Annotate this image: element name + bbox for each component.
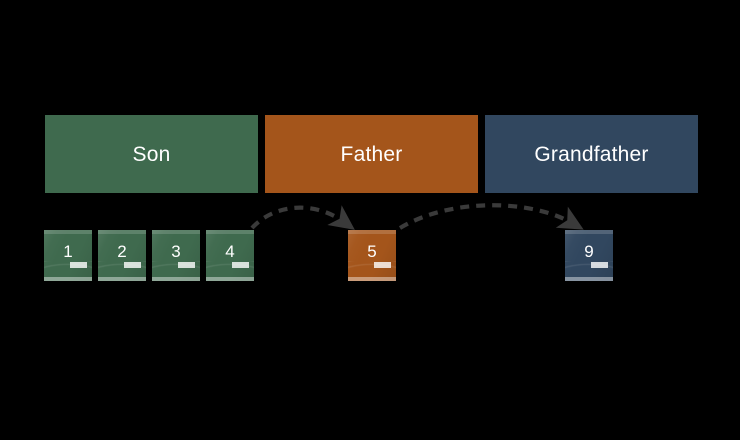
tile-face bbox=[348, 230, 396, 281]
tile-top-edge bbox=[98, 230, 146, 234]
arrow-son-to-father bbox=[250, 205, 355, 230]
tile-number: 3 bbox=[171, 241, 181, 261]
tile-number: 2 bbox=[117, 241, 127, 261]
tile-top-edge bbox=[206, 230, 254, 234]
block-tile[interactable]: 4 bbox=[206, 230, 254, 281]
tile-number: 9 bbox=[584, 241, 594, 261]
tile-number: 1 bbox=[63, 241, 73, 261]
block-tile[interactable]: 3 bbox=[152, 230, 200, 281]
generation-label-son: Son bbox=[132, 142, 171, 166]
tile-bottom-edge bbox=[348, 277, 396, 281]
tile-label-mark bbox=[178, 262, 195, 268]
tile-bottom-edge bbox=[98, 277, 146, 281]
block-tile[interactable]: 2 bbox=[98, 230, 146, 281]
tile-bottom-edge bbox=[206, 277, 254, 281]
generation-bar-grandfather[interactable]: Grandfather bbox=[485, 115, 698, 193]
tile-sheen bbox=[152, 230, 200, 281]
tile-sheen bbox=[348, 230, 396, 281]
tile-face bbox=[44, 230, 92, 281]
tile-top-edge bbox=[348, 230, 396, 234]
tile-sheen bbox=[44, 230, 92, 281]
tile-top-edge bbox=[152, 230, 200, 234]
tile-top-edge bbox=[565, 230, 613, 234]
tile-number: 4 bbox=[225, 241, 235, 261]
tile-sheen bbox=[565, 230, 613, 281]
tile-face bbox=[565, 230, 613, 281]
block-tile[interactable]: 1 bbox=[44, 230, 92, 281]
tile-label-mark bbox=[70, 262, 87, 268]
block-tile[interactable]: 5 bbox=[348, 230, 396, 281]
tile-sheen bbox=[98, 230, 146, 281]
arrow-father-to-grandfather bbox=[398, 203, 584, 230]
generation-bar-father[interactable]: Father bbox=[265, 115, 478, 193]
tile-label-mark bbox=[124, 262, 141, 268]
tile-label-mark bbox=[374, 262, 391, 268]
tile-bottom-edge bbox=[44, 277, 92, 281]
tile-bottom-edge bbox=[565, 277, 613, 281]
tile-number: 5 bbox=[367, 241, 377, 261]
tile-label-mark bbox=[232, 262, 249, 268]
tile-face bbox=[206, 230, 254, 281]
generation-bar-son[interactable]: Son bbox=[45, 115, 258, 193]
block-tile[interactable]: 9 bbox=[565, 230, 613, 281]
tile-face bbox=[152, 230, 200, 281]
tile-label-mark bbox=[591, 262, 608, 268]
tile-face bbox=[98, 230, 146, 281]
tile-top-edge bbox=[44, 230, 92, 234]
tile-sheen bbox=[206, 230, 254, 281]
tile-bottom-edge bbox=[152, 277, 200, 281]
generation-label-grandfather: Grandfather bbox=[534, 142, 649, 166]
generation-label-father: Father bbox=[340, 142, 403, 166]
